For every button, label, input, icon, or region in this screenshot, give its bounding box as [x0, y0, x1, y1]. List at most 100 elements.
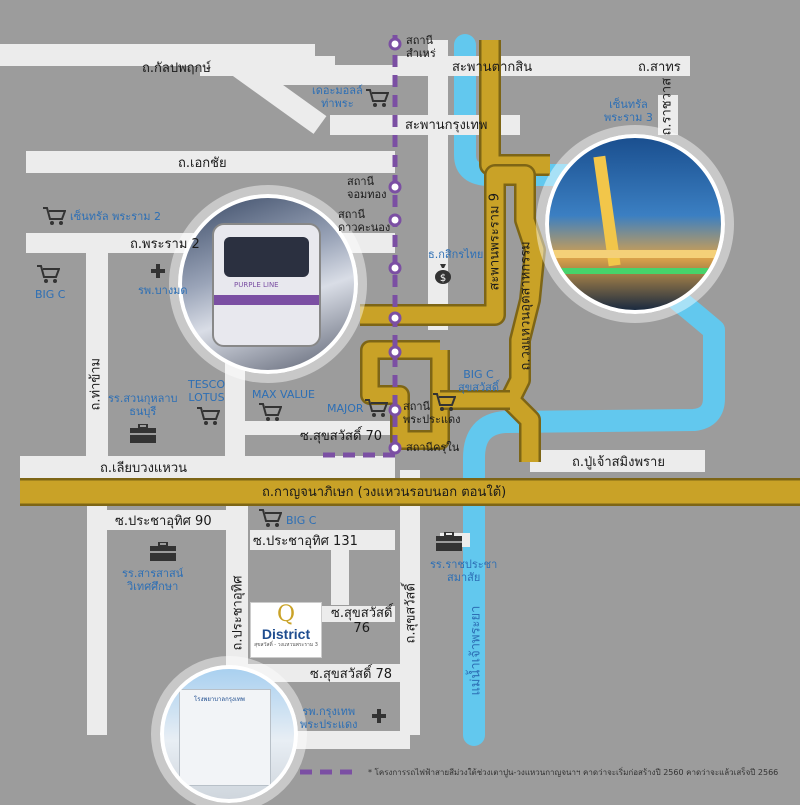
station-chomthong-line1: สถานี [347, 175, 375, 188]
train-photo: PURPLE LINE [178, 194, 358, 374]
place-rajapracha-line2: สมาสัย [447, 571, 481, 584]
station-samre-line1: สถานี [406, 34, 434, 47]
station-chomthong-line2: จอมทอง [347, 188, 387, 201]
road-krungthep-bridge: สะพานกรุงเทพ [405, 118, 488, 133]
road-outer-ring-industrial: ถ.วงแหวนอุตสาหกรรม [518, 241, 534, 371]
soi-prachauthit90: ซ.ประชาอุทิศ 90 [115, 514, 212, 529]
cart-icon [365, 399, 388, 417]
train-label: PURPLE LINE [234, 281, 279, 289]
briefcase-icon [130, 424, 156, 443]
soi-suksawat76-line2: 76 [353, 621, 370, 636]
station-daokanong-line2: ดาวคะนอง [338, 221, 391, 234]
station-prasamut: สถานี พระประแดง [403, 400, 460, 426]
place-the-mall-line2: ท่าพระ [321, 97, 354, 110]
place-suankularb-line2: ธนบุรี [129, 405, 157, 418]
hospital-cross-icon [372, 709, 386, 723]
station-prasamut-line1: สถานี [403, 400, 431, 413]
road-suksawat: ถ.สุขสวัสดิ์ [403, 583, 419, 644]
purple-line-stations [388, 37, 402, 455]
place-central-rama2: เซ็นทรัล พระราม 2 [70, 210, 162, 223]
place-the-mall: เดอะมอลล์ ท่าพระ [312, 84, 363, 110]
place-central-rama3-line1: เซ็นทรัล [609, 98, 648, 111]
place-major: MAJOR [327, 402, 364, 415]
briefcase-icon [150, 542, 176, 561]
cart-icon [433, 393, 456, 411]
station-samre: สถานี สำเหร่ [406, 34, 436, 60]
expressways [20, 40, 800, 506]
river-chao-phraya: แม่น้ำเจ้าพระยา [468, 605, 484, 696]
place-big-c-1: BIG C [35, 288, 66, 301]
cart-icon [366, 89, 389, 107]
station-daokanong: สถานี ดาวคะนอง [338, 208, 390, 234]
soi-suksawat76: ซ.สุขสวัสดิ์ 76 [331, 606, 392, 636]
road-tha-kham: ถ.ท่าข้าม [88, 357, 104, 411]
purple-line [320, 35, 398, 458]
road-pu-chao: ถ.ปู่เจ้าสมิงพราย [572, 455, 665, 470]
place-big-c-2: BIG C [286, 514, 317, 527]
place-suankularb-line1: รร.สวนกุหลาบ [108, 392, 178, 405]
station-samre-line2: สำเหร่ [406, 47, 436, 60]
train-window [224, 237, 309, 277]
hospital-cross-icon [151, 264, 165, 278]
road-phraram2: ถ.พระราม 2 [130, 237, 200, 252]
soi-suksawat76-line1: ซ.สุขสวัสดิ์ [331, 606, 393, 621]
soi-suksawat78: ซ.สุขสวัสดิ์ 78 [310, 667, 393, 682]
road-prachauthit: ถ.ประชาอุทิศ [230, 575, 246, 651]
place-tesco: TESCO LOTUS [188, 378, 225, 404]
place-bigc-suksawat-line2: สุขสวัสดิ์ [458, 381, 499, 394]
logo-tagline: สุขสวัสดิ์ - วงแหวนพระราม 3 [254, 642, 318, 648]
place-central-rama3: เซ็นทรัล พระราม 3 [604, 98, 653, 124]
hospital-photo: โรงพยาบาลกรุงเทพ [160, 665, 298, 803]
road-phraram9: สะพานพระราม 9 [487, 193, 503, 291]
road-sathorn: ถ.สาทร [638, 60, 681, 75]
hospital-building [179, 689, 271, 786]
station-kru-nai: สถานีครุใน [406, 441, 460, 454]
bridge-deck [549, 250, 721, 258]
place-bigc-suksawat: BIG C สุขสวัสดิ์ [458, 368, 499, 394]
bridge-photo [545, 134, 725, 314]
briefcase-icon [436, 532, 462, 551]
q-district-logo: Q District สุขสวัสดิ์ - วงแหวนพระราม 3 [250, 602, 322, 658]
cart-icon [197, 407, 220, 425]
road-kanchanaphisek: ถ.กาญจนาภิเษก (วงแหวนรอบนอก ตอนใต้) [262, 485, 507, 500]
place-rajapracha: รร.ราชประชา สมาสัย [430, 558, 497, 584]
station-daokanong-line1: สถานี [338, 208, 366, 221]
place-sarasas: รร.สารสาสน์ วิเทศศึกษา [122, 567, 183, 593]
hospital-sign: โรงพยาบาลกรุงเทพ [194, 696, 245, 703]
soi-prachauthit131: ซ.ประชาอุทิศ 131 [253, 534, 358, 549]
place-tesco-line2: LOTUS [188, 391, 225, 404]
place-bangkok-hospital-line1: รพ.กรุงเทพ [302, 705, 356, 718]
place-suankularb: รร.สวนกุหลาบ ธนบุรี [108, 392, 178, 418]
train-body: PURPLE LINE [212, 223, 321, 347]
road-liap-wongwaen: ถ.เลียบวงแหวน [100, 461, 188, 476]
cart-icon [37, 265, 60, 283]
road-taksin-bridge: สะพานตากสิน [452, 60, 533, 75]
place-bigc-suksawat-line1: BIG C [463, 368, 494, 381]
place-rajapracha-line1: รร.ราชประชา [430, 558, 498, 571]
place-tesco-line1: TESCO [188, 378, 225, 391]
cart-icon [259, 403, 282, 421]
money-bag-icon: $ [435, 264, 451, 284]
train-stripe [214, 295, 319, 305]
place-central-rama3-line2: พระราม 3 [604, 111, 653, 124]
place-sarasas-line2: วิเทศศึกษา [127, 580, 179, 593]
logo-letter: Q [276, 602, 296, 627]
svg-text:$: $ [440, 273, 446, 284]
place-bangkok-hospital: รพ.กรุงเทพ พระประแดง [300, 705, 357, 731]
road-kalapaphruek: ถ.กัลปพฤกษ์ [142, 61, 211, 76]
cart-icon [43, 207, 66, 225]
place-the-mall-line1: เดอะมอลล์ [312, 84, 363, 97]
bridge-lights [549, 268, 721, 274]
place-kasikorn: ธ.กสิกรไทย [428, 248, 484, 261]
logo-name: District [261, 626, 311, 642]
place-bangkok-hospital-line2: พระประแดง [300, 718, 358, 731]
road-ekkachai: ถ.เอกชัย [178, 156, 227, 171]
station-prasamut-line2: พระประแดง [403, 413, 461, 426]
place-maxvalue: MAX VALUE [252, 388, 315, 401]
station-chomthong: สถานี จอมทอง [347, 175, 387, 201]
place-sarasas-line1: รร.สารสาสน์ [122, 567, 184, 580]
soi-suksawat70: ซ.สุขสวัสดิ์ 70 [300, 429, 383, 444]
road-ratchawat: ถ.ราชวาส [659, 77, 675, 136]
cart-icon [259, 509, 282, 527]
